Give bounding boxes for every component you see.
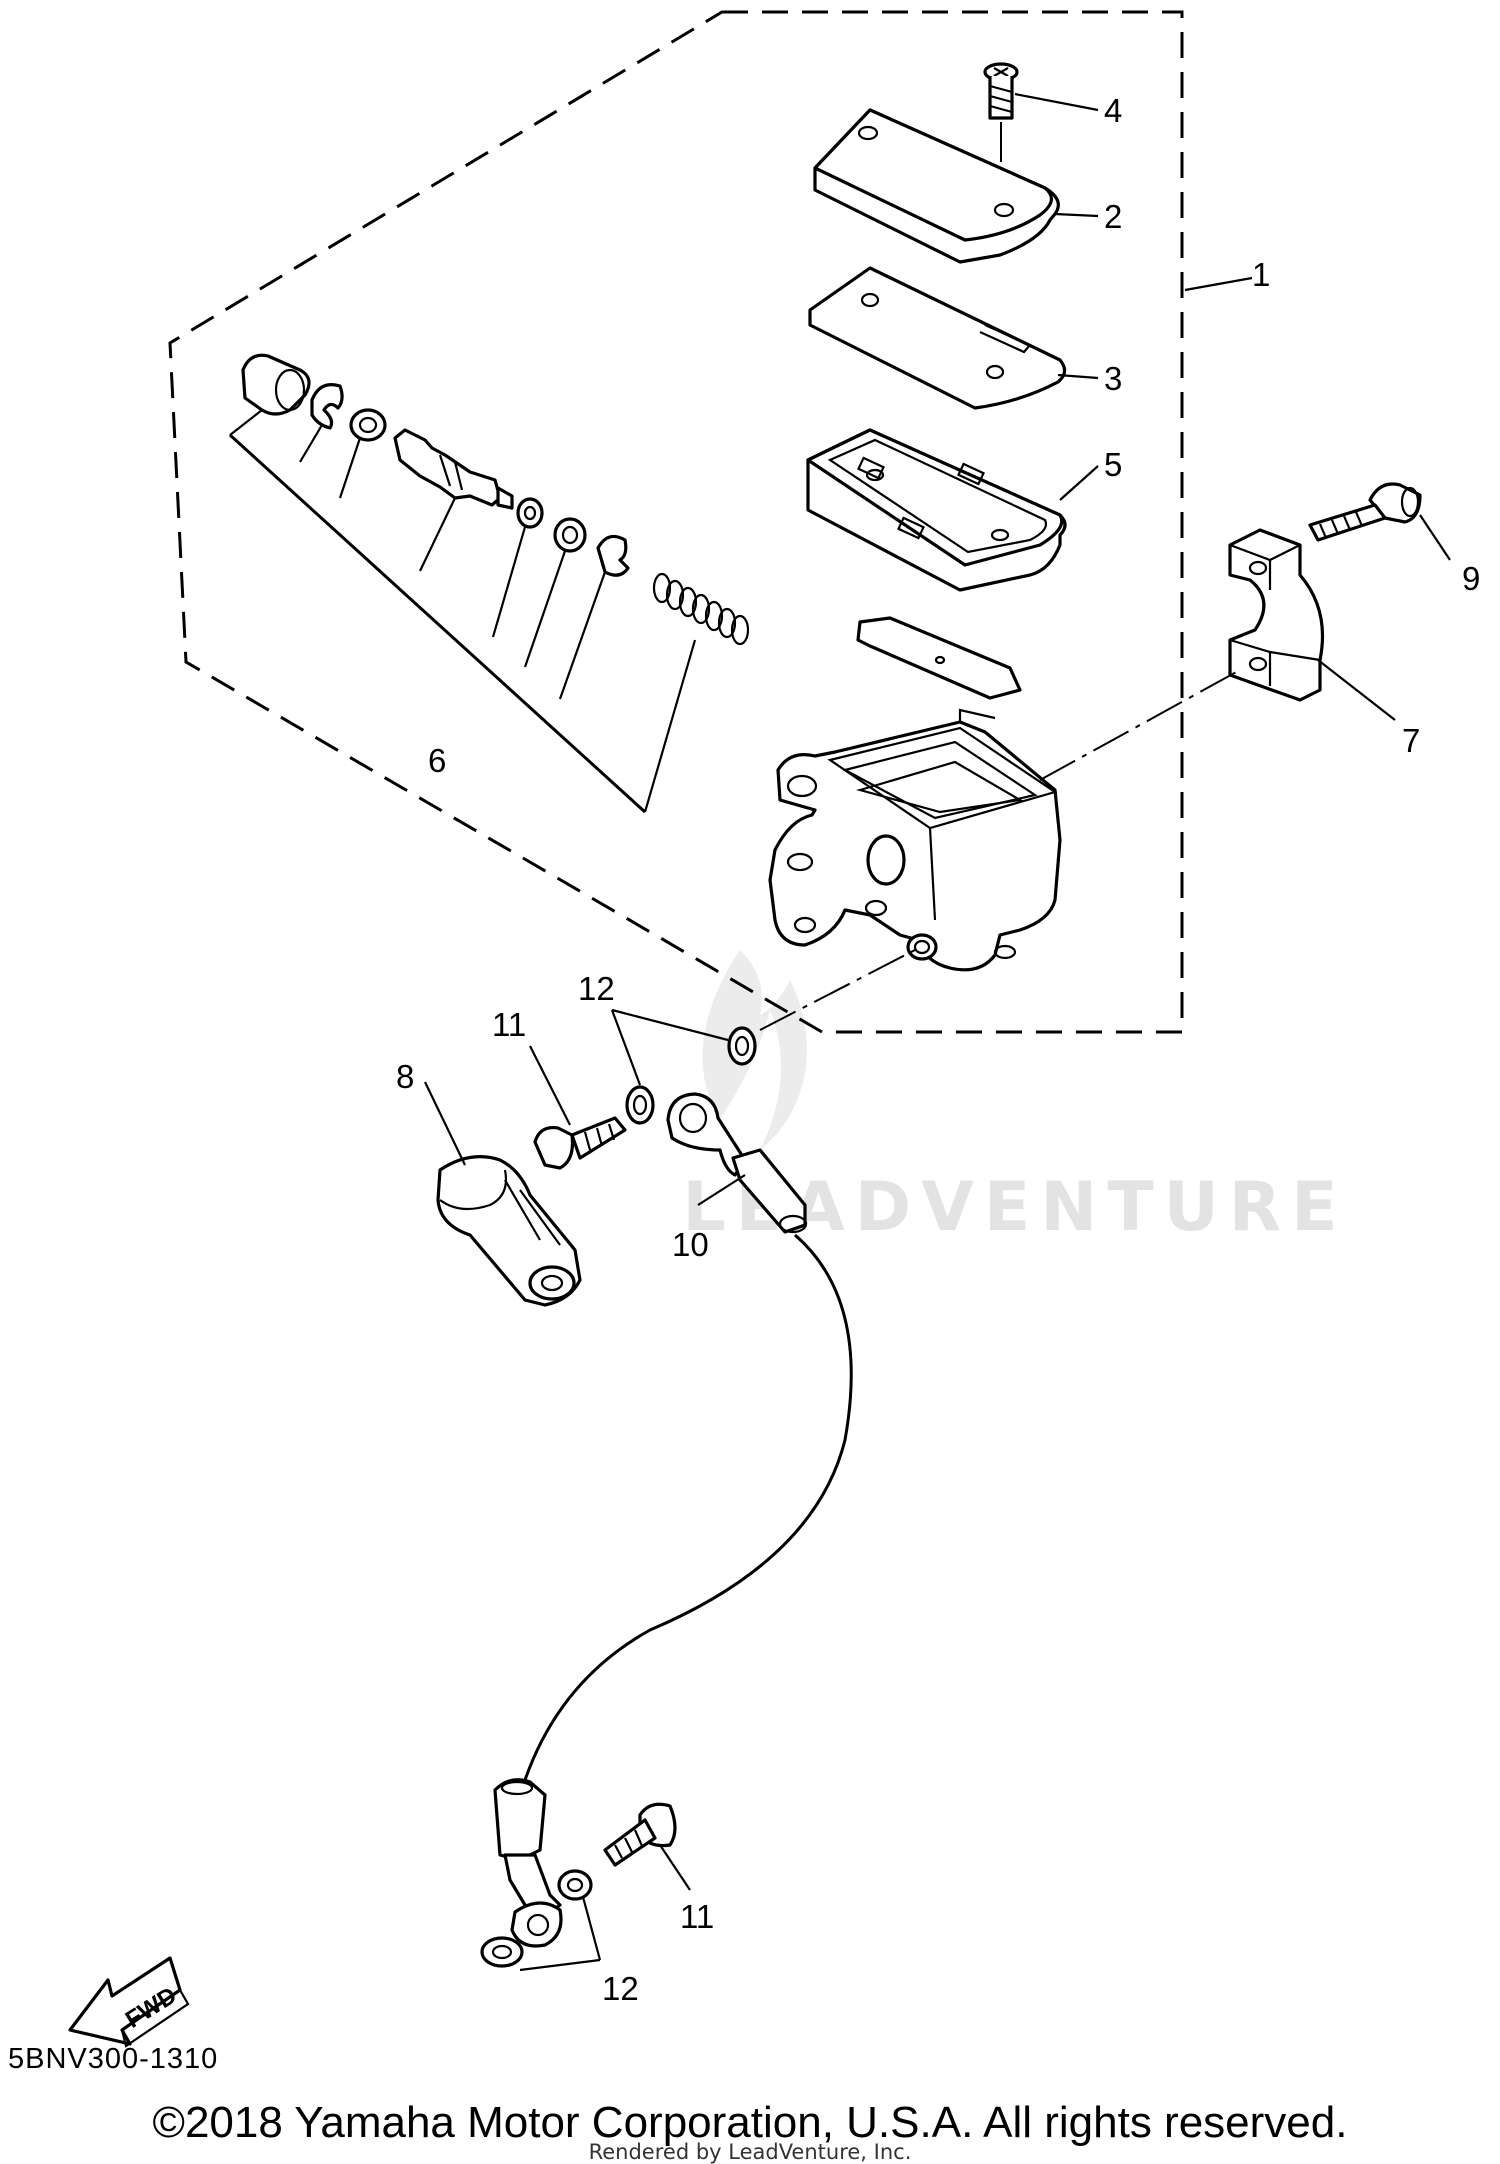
- part-9-bolt: [1308, 482, 1422, 542]
- part-11-union-bolt-upper: [533, 1116, 627, 1170]
- callout-4: 4: [1104, 92, 1122, 129]
- callout-7: 7: [1402, 722, 1420, 759]
- callout-3: 3: [1104, 360, 1122, 397]
- copyright-notice: ©2018 Yamaha Motor Corporation, U.S.A. A…: [152, 2098, 1348, 2147]
- part-11-union-bolt-lower: [603, 1802, 677, 1867]
- part-6-piston-kit: [228, 353, 750, 814]
- callout-1: 1: [1252, 256, 1270, 293]
- callout-6: 6: [428, 742, 446, 779]
- part-2-reservoir-cap: [813, 108, 1060, 264]
- callout-10: 10: [672, 1226, 709, 1263]
- diagram-code: 5BNV300-1310: [8, 2043, 219, 2075]
- part-8-cover: [436, 1155, 582, 1307]
- part-4-screw: [983, 62, 1019, 120]
- master-cylinder-body: [768, 708, 1062, 972]
- callout-8: 8: [396, 1058, 414, 1095]
- part-10-brake-hose: [493, 1092, 853, 1948]
- rendered-by-notice: Rendered by LeadVenture, Inc.: [588, 2140, 912, 2164]
- callout-11-upper: 11: [492, 1006, 526, 1043]
- part-3-diaphragm-plate: [808, 266, 1067, 410]
- leader-lines: [424, 92, 1451, 1891]
- callout-9: 9: [1462, 560, 1480, 597]
- assembly-boundary: [168, 10, 1184, 1034]
- holder-axis: [1039, 669, 1241, 781]
- callout-5: 5: [1104, 446, 1122, 483]
- part-12-washers-lower: [480, 1869, 602, 1972]
- callouts: 1 2 3 4 5 6 7 8 9 10 11 11 12 12: [396, 92, 1480, 2007]
- callout-2: 2: [1104, 198, 1122, 235]
- callout-12-upper: 12: [578, 970, 615, 1007]
- callout-12-lower: 12: [602, 1970, 639, 2007]
- part-7-holder: [1228, 528, 1324, 702]
- fwd-arrow-icon: FWD: [68, 1956, 190, 2048]
- part-5-diaphragm: [806, 428, 1067, 592]
- banjo-axis: [759, 949, 916, 1031]
- part-12-washers-upper: [625, 1026, 757, 1125]
- callout-11-lower: 11: [680, 1898, 714, 1935]
